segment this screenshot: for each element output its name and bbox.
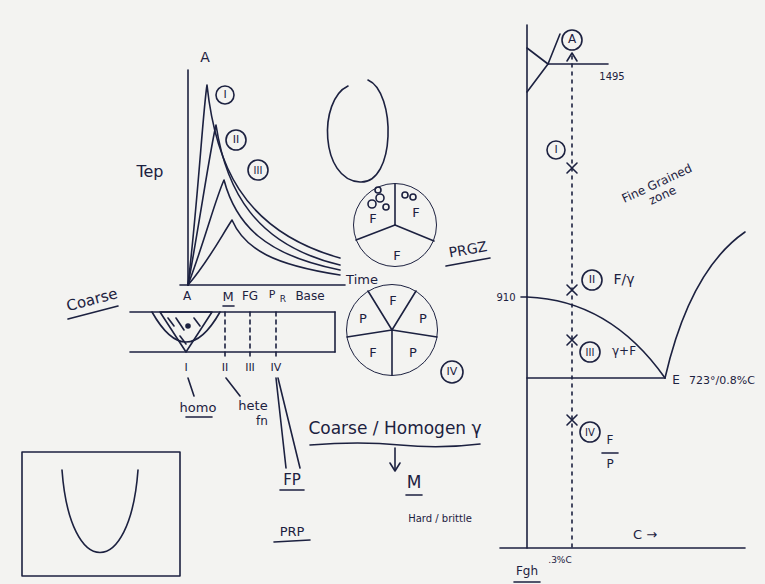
board-label: II: [233, 134, 240, 146]
board-label: M: [222, 290, 233, 304]
board-label: FP: [283, 472, 301, 489]
board-label: homo: [180, 401, 217, 415]
board-label: I: [554, 144, 557, 156]
phase-letter: F: [389, 294, 396, 308]
phase-letter: P: [409, 346, 417, 360]
board-label: II: [222, 362, 229, 374]
board-label: 723°/0.8%C: [689, 375, 755, 387]
board-label: γ+F: [612, 345, 636, 358]
board-label: A: [183, 290, 191, 303]
board-label: Coarse / Homogen γ: [308, 419, 481, 438]
board-label: 910: [496, 292, 515, 303]
board-label: fn: [256, 415, 268, 428]
board-label: R: [280, 295, 286, 305]
board-label: Fgh: [516, 565, 538, 578]
board-label: FG: [242, 290, 258, 303]
grain-circle: P F P F P: [346, 284, 438, 376]
board-label: Coarse: [65, 285, 120, 314]
board-label: F/γ: [613, 272, 634, 287]
phase-letter: F: [412, 206, 419, 220]
board-label: IV: [447, 366, 458, 378]
board-label: I: [184, 362, 187, 374]
board-label: F: [607, 434, 614, 447]
board-label: P: [269, 289, 276, 301]
board-label: Fine Grained zone: [618, 161, 702, 219]
board-label: III: [586, 347, 595, 358]
phase-letter: P: [419, 312, 427, 326]
board-label: hete: [238, 399, 267, 413]
board-label: 1495: [599, 71, 624, 82]
board-label: E: [672, 374, 680, 387]
board-label: PRGZ: [448, 239, 489, 261]
board-label: PRP: [280, 525, 305, 539]
phase-letter: F: [369, 346, 376, 360]
board-label: Base: [295, 290, 324, 303]
board-label: IV: [271, 362, 282, 374]
board-label: III: [245, 362, 255, 374]
phase-letter: F: [393, 249, 400, 263]
board-label: A: [568, 33, 576, 46]
board-label: II: [589, 274, 596, 286]
board-label: Hard / brittle: [408, 513, 472, 524]
board-label: I: [223, 89, 226, 101]
phase-letter: P: [359, 312, 367, 326]
board-label: P: [606, 458, 613, 471]
board-label: Time: [346, 273, 378, 287]
grain-circle: F F F: [353, 183, 437, 267]
board-label: A: [200, 50, 210, 65]
board-label: .3%C: [548, 556, 571, 566]
board-label: M: [407, 473, 422, 492]
board-label: III: [254, 165, 263, 176]
board-label: IV: [585, 427, 595, 438]
phase-letter: F: [369, 212, 376, 226]
board-label: Tep: [136, 163, 163, 181]
board-label: C →: [633, 528, 657, 542]
